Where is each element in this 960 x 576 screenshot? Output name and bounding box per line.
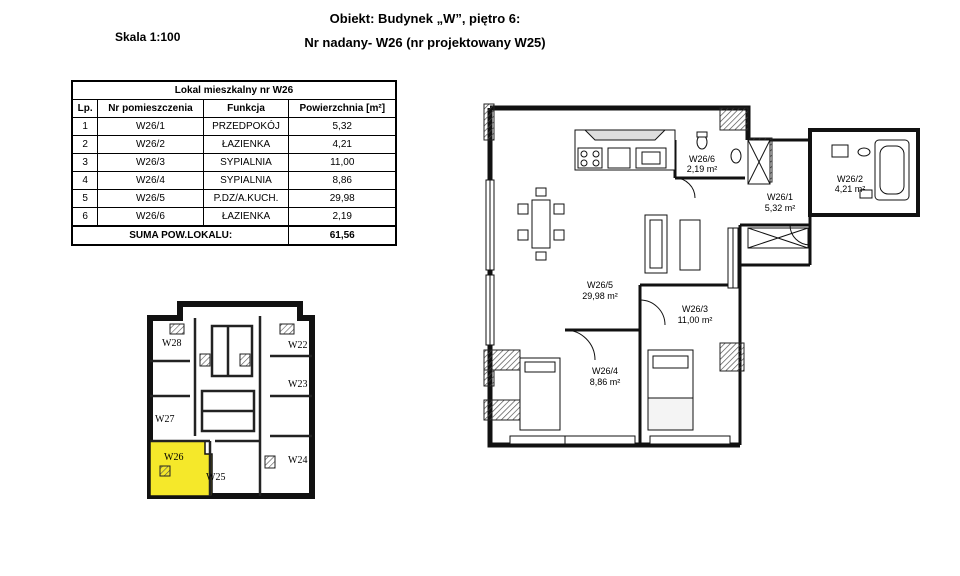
cell-lp: 2 xyxy=(71,135,99,154)
room-label-w26-5-name: W26/5 xyxy=(587,280,613,290)
cell-lp: 3 xyxy=(71,153,99,172)
sum-row: SUMA POW.LOKALU: 61,56 xyxy=(71,225,397,246)
key-plan-columns xyxy=(159,323,295,477)
cell-area: 11,00 xyxy=(288,153,397,172)
key-plan-unit-label: W24 xyxy=(288,455,307,466)
bottom-windows xyxy=(509,435,731,445)
room-label-w26-2-name: W26/2 xyxy=(837,174,863,184)
dining-set xyxy=(517,187,565,261)
left-windows xyxy=(485,179,495,346)
table-row: 3 W26/3 SYPIALNIA 11,00 xyxy=(71,153,397,172)
room-labels: W26/6 2,19 m² W26/1 5,32 m² W26/2 4,21 m… xyxy=(582,154,865,387)
room-label-w26-1-name: W26/1 xyxy=(767,192,793,202)
cell-lp: 5 xyxy=(71,189,99,208)
cell-function: P.DZ/A.KUCH. xyxy=(202,189,290,208)
table-row: 4 W26/4 SYPIALNIA 8,86 xyxy=(71,171,397,190)
key-plan-unit-label: W22 xyxy=(288,340,307,351)
cell-function: PRZEDPOKÓJ xyxy=(202,117,290,136)
cell-room: W26/5 xyxy=(97,189,204,208)
key-plan-unit-label: W23 xyxy=(288,379,307,390)
key-plan-unit-label: W27 xyxy=(155,414,174,425)
col-header-lp: Lp. xyxy=(71,99,99,118)
cell-room: W26/3 xyxy=(97,153,204,172)
installation-shafts xyxy=(747,139,809,249)
key-plan-unit-label: W26 xyxy=(164,452,183,463)
room-label-w26-5-area: 29,98 m² xyxy=(582,291,618,301)
cell-lp: 1 xyxy=(71,117,99,136)
cell-function: ŁAZIENKA xyxy=(202,135,290,154)
cell-area: 29,98 xyxy=(288,189,397,208)
cell-room: W26/6 xyxy=(97,207,204,227)
cell-room: W26/2 xyxy=(97,135,204,154)
floor-plan: W26/6 2,19 m² W26/1 5,32 m² W26/2 4,21 m… xyxy=(483,103,920,448)
key-plan-unit-label: W25 xyxy=(206,472,225,483)
room-label-w26-1-area: 5,32 m² xyxy=(765,203,796,213)
room-label-w26-4-name: W26/4 xyxy=(592,366,618,376)
unit-w26-highlight xyxy=(149,440,213,497)
cell-function: SYPIALNIA xyxy=(202,171,290,190)
table-row: 6 W26/6 ŁAZIENKA 2,19 xyxy=(71,207,397,227)
cell-function: SYPIALNIA xyxy=(202,153,290,172)
cell-area: 2,19 xyxy=(288,207,397,227)
cell-lp: 4 xyxy=(71,171,99,190)
col-header-room-no: Nr pomieszczenia xyxy=(97,99,204,118)
col-header-area: Powierzchnia [m²] xyxy=(288,99,397,118)
cell-area: 5,32 xyxy=(288,117,397,136)
room-label-w26-6-area: 2,19 m² xyxy=(687,164,718,174)
room-label-w26-6-name: W26/6 xyxy=(689,154,715,164)
beds xyxy=(519,349,694,431)
sum-label: SUMA POW.LOKALU: xyxy=(71,225,290,246)
room-label-w26-4-area: 8,86 m² xyxy=(590,377,621,387)
room-label-w26-3-name: W26/3 xyxy=(682,304,708,314)
cell-room: W26/1 xyxy=(97,117,204,136)
table-row: 5 W26/5 P.DZ/A.KUCH. 29,98 xyxy=(71,189,397,208)
cell-lp: 6 xyxy=(71,207,99,227)
scale-label: Skala 1:100 xyxy=(115,30,181,44)
sum-value: 61,56 xyxy=(288,225,397,246)
cell-function: ŁAZIENKA xyxy=(202,207,290,227)
table-title: Lokal mieszkalny nr W26 xyxy=(71,80,397,100)
cell-area: 8,86 xyxy=(288,171,397,190)
key-plan-partitions xyxy=(150,316,312,496)
table-row: 2 W26/2 ŁAZIENKA 4,21 xyxy=(71,135,397,154)
bathroom-6-fixtures xyxy=(696,131,742,164)
room-area-table: Lokal mieszkalny nr W26 Lp. Nr pomieszcz… xyxy=(71,80,397,246)
unit-number-title: Nr nadany- W26 (nr projektowany W25) xyxy=(304,35,546,50)
col-header-function: Funkcja xyxy=(202,99,290,118)
bathroom-2-fixtures xyxy=(831,139,910,201)
object-title: Obiekt: Budynek „W”, piętro 6: xyxy=(329,11,521,26)
door-swings xyxy=(564,177,811,361)
key-plan: W28 W22 W23 W27 W26 W24 W25 xyxy=(147,301,315,499)
room-label-w26-3-area: 11,00 m² xyxy=(678,315,713,325)
cell-room: W26/4 xyxy=(97,171,204,190)
room-label-w26-2-area: 4,21 m² xyxy=(835,184,866,194)
table-row: 1 W26/1 PRZEDPOKÓJ 5,32 xyxy=(71,117,397,136)
living-furniture xyxy=(644,214,739,289)
kitchen-counter xyxy=(574,129,676,171)
cell-area: 4,21 xyxy=(288,135,397,154)
key-plan-unit-label: W28 xyxy=(162,338,181,349)
